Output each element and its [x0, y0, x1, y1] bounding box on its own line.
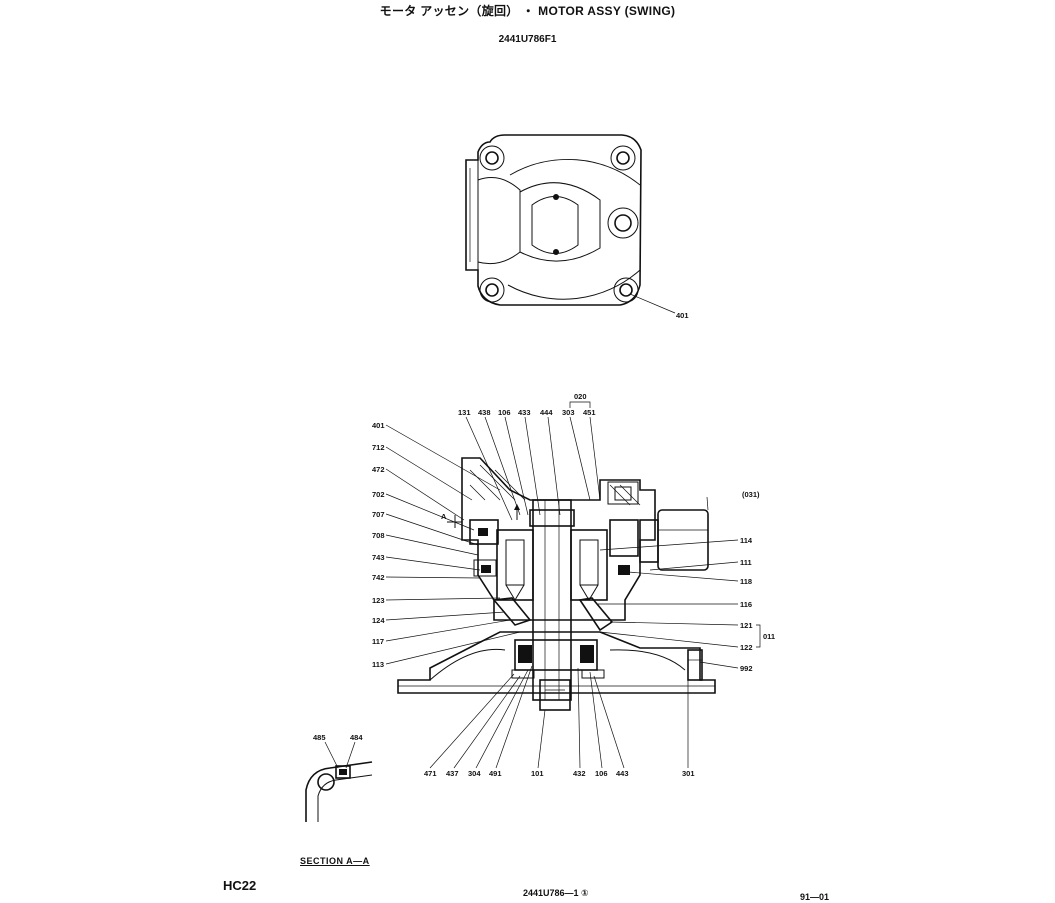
callout-743: 743 [372, 553, 385, 562]
callout-031: (031) [742, 490, 760, 499]
section-view: A [397, 457, 716, 711]
callout-304: 304 [468, 769, 481, 778]
callouts: 020 131 438 106 433 444 303 451 401 712 … [372, 392, 775, 778]
callout-303: 303 [562, 408, 575, 417]
callout-491: 491 [489, 769, 502, 778]
drawing-number: 2441U786F1 [498, 34, 557, 45]
top-view: 401 [465, 134, 689, 320]
callout-485: 485 [313, 733, 326, 742]
relief-valve-031 [639, 509, 709, 571]
callout-438: 438 [478, 408, 491, 417]
callout-443: 443 [616, 769, 629, 778]
callout-707: 707 [372, 510, 385, 519]
callout-131: 131 [458, 408, 471, 417]
bolt-top-right [610, 145, 636, 171]
callout-020: 020 [574, 392, 587, 401]
callout-101: 101 [531, 769, 544, 778]
callout-451: 451 [583, 408, 596, 417]
callout-301: 301 [682, 769, 695, 778]
callout-118: 118 [740, 577, 752, 586]
page-title: モータ アッセン（旋回） ・ MOTOR ASSY (SWING) [379, 4, 676, 18]
callout-106-top: 106 [498, 408, 511, 417]
section-aa-detail: 485 484 [305, 733, 373, 822]
callout-992: 992 [740, 664, 753, 673]
callout-712: 712 [372, 443, 385, 452]
callout-124: 124 [372, 616, 385, 625]
callout-122: 122 [740, 643, 753, 652]
callout-106-bottom: 106 [595, 769, 608, 778]
callout-437: 437 [446, 769, 459, 778]
callout-708: 708 [372, 531, 385, 540]
callout-116: 116 [740, 600, 752, 609]
bolt-bottom-right [613, 277, 639, 303]
section-label: SECTION A—A [300, 856, 370, 866]
callout-401: 401 [372, 421, 385, 430]
callout-123: 123 [372, 596, 385, 605]
callout-472: 472 [372, 465, 385, 474]
callout-401-top: 401 [676, 311, 689, 320]
cylinder-right [570, 529, 608, 601]
callout-113: 113 [372, 660, 384, 669]
callout-702: 702 [372, 490, 385, 499]
leader-lines [385, 401, 761, 769]
callout-432: 432 [573, 769, 586, 778]
callout-444: 444 [540, 408, 553, 417]
cylinder-left [496, 529, 534, 601]
callout-742: 742 [372, 573, 385, 582]
callout-011: 011 [763, 632, 775, 641]
footer-page: 91—01 [800, 892, 830, 902]
bolt-mid-right [607, 207, 639, 239]
footer-ref: 2441U786—1 ① [523, 888, 589, 898]
footer-model: HC22 [223, 878, 257, 893]
callout-471: 471 [424, 769, 437, 778]
callout-484: 484 [350, 733, 363, 742]
section-mark-a: A [441, 512, 447, 521]
callout-117: 117 [372, 637, 384, 646]
callout-114: 114 [740, 536, 753, 545]
callout-121: 121 [740, 621, 753, 630]
bolt-bottom-left [479, 277, 505, 303]
bolt-top-left [479, 145, 505, 171]
callout-111: 111 [740, 558, 752, 567]
callout-433: 433 [518, 408, 531, 417]
